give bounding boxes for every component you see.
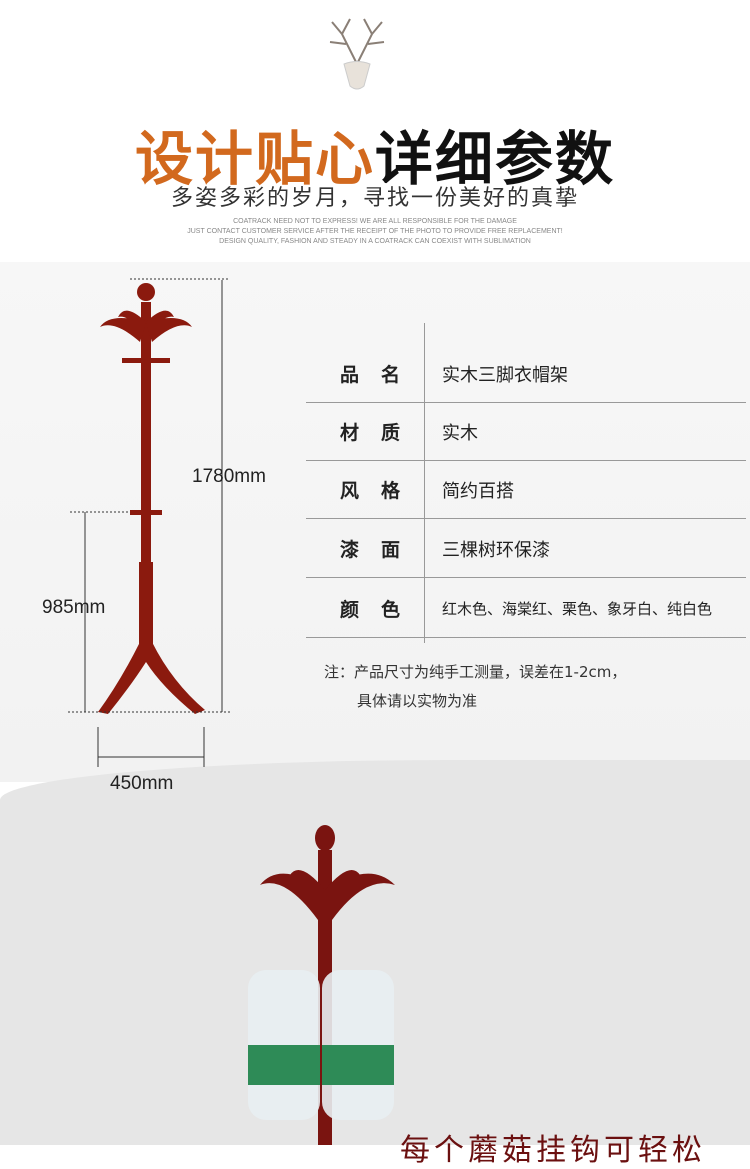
note-line: 具体请以实物为准	[357, 692, 478, 710]
hook-height-dimension: 985mm	[42, 597, 106, 618]
note-line: 注：产品尺寸为纯手工测量，误差在1-2cm，	[324, 663, 627, 681]
header-section: 设计贴心详细参数 多姿多彩的岁月，寻找一份美好的真挚 COATRACK NEED…	[0, 0, 750, 262]
feature-caption: 每个蘑菇挂钩可轻松	[400, 1133, 706, 1168]
spec-row: 漆面三棵树环保漆	[306, 520, 746, 578]
spec-value: 三棵树环保漆	[442, 539, 550, 561]
spec-row: 材质实木	[306, 403, 746, 461]
spec-divider	[424, 323, 425, 643]
spec-value: 简约百搭	[442, 480, 514, 502]
spec-label: 颜色	[339, 599, 422, 621]
coat-rack-photo	[248, 825, 395, 1145]
english-line: JUST CONTACT CUSTOMER SERVICE AFTER THE …	[187, 228, 563, 235]
height-dimension: 1780mm	[192, 466, 266, 487]
spec-label: 漆面	[339, 539, 422, 561]
antler-decoration-icon	[329, 18, 385, 90]
spec-label: 品名	[339, 364, 422, 386]
spec-label: 风格	[339, 480, 422, 502]
english-line: DESIGN QUALITY, FASHION AND STEADY IN A …	[219, 238, 531, 245]
title-orange: 设计贴心	[134, 125, 375, 193]
spec-value: 红木色、海棠红、栗色、象牙白、纯白色	[442, 600, 713, 618]
spec-row: 颜色 红木色、海棠红、栗色、象牙白、纯白色	[306, 580, 746, 638]
spec-value: 实木	[442, 422, 478, 444]
title-black: 详细参数	[375, 125, 616, 193]
coat-rack-diagram	[68, 278, 230, 767]
spec-value: 实木三脚衣帽架	[442, 364, 568, 386]
base-width-dimension: 450mm	[110, 773, 174, 794]
english-line: COATRACK NEED NOT TO EXPRESS! WE ARE ALL…	[233, 218, 517, 225]
spec-section	[0, 262, 750, 782]
page-title: 设计贴心详细参数	[0, 112, 750, 196]
spec-row: 品名实木三脚衣帽架	[306, 345, 746, 403]
spec-row: 风格简约百搭	[306, 461, 746, 519]
spec-label: 材质	[339, 422, 422, 444]
subtitle: 多姿多彩的岁月，寻找一份美好的真挚	[170, 186, 579, 211]
